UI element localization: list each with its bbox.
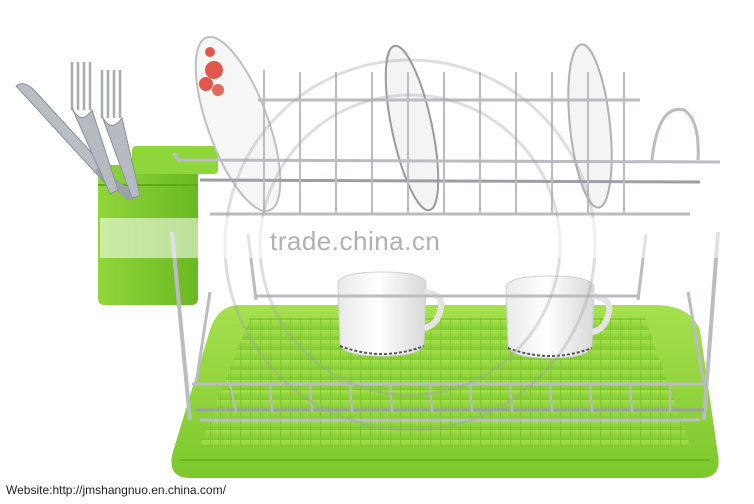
wire-rack	[170, 70, 721, 422]
plate	[567, 43, 613, 209]
watermark-text: trade.china.cn	[270, 226, 441, 256]
website-caption: Website:http://jmshangnuo.en.china.com/	[6, 483, 226, 497]
watermark-band	[100, 218, 720, 258]
plate	[384, 44, 440, 212]
plate	[194, 35, 282, 213]
fork	[70, 62, 119, 195]
fork	[100, 70, 141, 199]
